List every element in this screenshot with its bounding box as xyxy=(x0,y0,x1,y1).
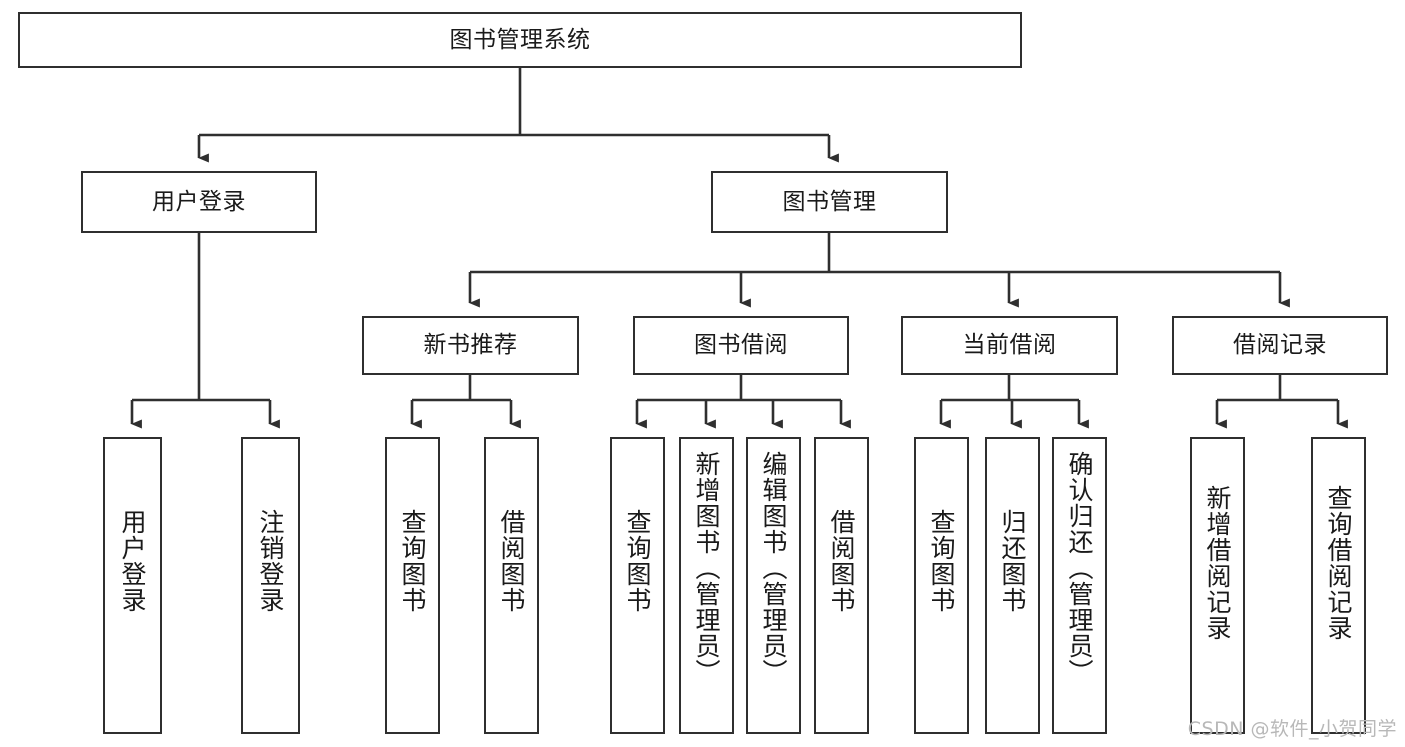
node-leaf-add-book[interactable]: 新增图书（管理员） xyxy=(679,437,734,734)
node-leaf-logout-label: 注销登录 xyxy=(256,509,285,613)
edges-book-manage-to-level3 xyxy=(468,233,1290,308)
edges-borrow-record-to-leaves xyxy=(1215,375,1348,429)
node-leaf-logout[interactable]: 注销登录 xyxy=(241,437,300,734)
node-root[interactable]: 图书管理系统 xyxy=(18,12,1022,68)
node-leaf-borrow-book-2-label: 借阅图书 xyxy=(827,509,856,613)
node-current-borrow[interactable]: 当前借阅 xyxy=(901,316,1118,375)
node-leaf-add-record-label: 新增借阅记录 xyxy=(1203,485,1232,641)
node-leaf-return-book[interactable]: 归还图书 xyxy=(985,437,1040,734)
node-new-book-recommend-label: 新书推荐 xyxy=(423,332,518,359)
node-leaf-user-login[interactable]: 用户登录 xyxy=(103,437,162,734)
node-leaf-query-book-1-label: 查询图书 xyxy=(398,509,427,613)
node-borrow-record[interactable]: 借阅记录 xyxy=(1172,316,1388,375)
edges-root-to-level2 xyxy=(197,68,839,163)
node-book-borrow-label: 图书借阅 xyxy=(694,332,788,359)
node-leaf-query-book-3[interactable]: 查询图书 xyxy=(914,437,969,734)
node-leaf-borrow-book-2[interactable]: 借阅图书 xyxy=(814,437,869,734)
node-book-manage[interactable]: 图书管理 xyxy=(711,171,948,233)
node-leaf-query-record-label: 查询借阅记录 xyxy=(1324,485,1353,641)
node-leaf-query-book-2-label: 查询图书 xyxy=(623,509,652,613)
node-leaf-return-book-label: 归还图书 xyxy=(998,509,1027,613)
node-leaf-confirm-return[interactable]: 确认归还（管理员） xyxy=(1052,437,1107,734)
node-borrow-record-label: 借阅记录 xyxy=(1233,332,1327,359)
edges-user-login-to-leaves xyxy=(130,233,280,429)
node-current-borrow-label: 当前借阅 xyxy=(962,332,1057,359)
node-leaf-confirm-return-label: 确认归还（管理员） xyxy=(1065,451,1094,685)
node-leaf-query-book-3-label: 查询图书 xyxy=(927,509,956,613)
node-user-login-label: 用户登录 xyxy=(152,188,246,215)
node-book-borrow[interactable]: 图书借阅 xyxy=(633,316,849,375)
node-leaf-borrow-book-1-label: 借阅图书 xyxy=(497,509,526,613)
edges-current-borrow-to-leaves xyxy=(939,375,1089,429)
node-new-book-recommend[interactable]: 新书推荐 xyxy=(362,316,579,375)
node-book-manage-label: 图书管理 xyxy=(782,188,877,215)
node-root-label: 图书管理系统 xyxy=(449,26,591,53)
node-leaf-borrow-book-1[interactable]: 借阅图书 xyxy=(484,437,539,734)
node-leaf-edit-book[interactable]: 编辑图书（管理员） xyxy=(746,437,801,734)
node-leaf-add-record[interactable]: 新增借阅记录 xyxy=(1190,437,1245,734)
node-leaf-query-record[interactable]: 查询借阅记录 xyxy=(1311,437,1366,734)
node-leaf-query-book-1[interactable]: 查询图书 xyxy=(385,437,440,734)
node-leaf-query-book-2[interactable]: 查询图书 xyxy=(610,437,665,734)
edges-book-borrow-to-leaves xyxy=(635,375,851,429)
node-user-login[interactable]: 用户登录 xyxy=(81,171,317,233)
node-leaf-add-book-label: 新增图书（管理员） xyxy=(692,451,721,685)
node-leaf-edit-book-label: 编辑图书（管理员） xyxy=(759,451,788,685)
node-leaf-user-login-label: 用户登录 xyxy=(118,509,147,613)
edges-new-book-rec-to-leaves xyxy=(410,375,521,429)
